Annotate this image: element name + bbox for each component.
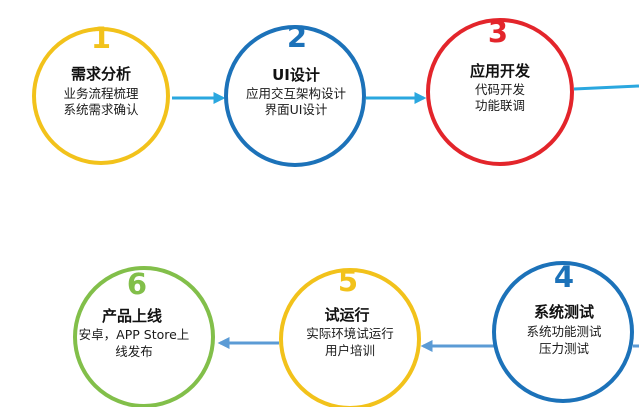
step-number: 3 bbox=[488, 15, 508, 49]
step-title: 系统测试 bbox=[534, 303, 594, 321]
step-description-line: 压力测试 bbox=[539, 341, 590, 356]
step-description-line: 系统需求确认 bbox=[63, 102, 139, 117]
step-description-line: 系统功能测试 bbox=[526, 324, 602, 339]
step-title: 产品上线 bbox=[102, 307, 162, 325]
step-title: UI设计 bbox=[272, 66, 320, 84]
step-node: 6 产品上线 安卓，APP Store上 线发布 bbox=[73, 266, 215, 407]
step-circle bbox=[73, 266, 215, 407]
step-description-line: 代码开发 bbox=[475, 82, 526, 97]
step-circle bbox=[426, 18, 574, 166]
step-number: 1 bbox=[91, 21, 111, 55]
step-description-line: 安卓，APP Store上 bbox=[79, 327, 190, 342]
step-circle bbox=[492, 261, 634, 403]
step-title: 应用开发 bbox=[470, 62, 531, 80]
step-node: 5 试运行 实际环境试运行 用户培训 bbox=[279, 264, 421, 407]
step-description-line: 应用交互架构设计 bbox=[246, 86, 346, 101]
step-node: 1 需求分析 业务流程梳理 系统需求确认 bbox=[32, 21, 170, 165]
step-description-line: 用户培训 bbox=[325, 343, 375, 358]
connectors bbox=[172, 84, 639, 352]
step-number: 2 bbox=[287, 20, 307, 54]
step-title: 需求分析 bbox=[71, 65, 131, 83]
step-description-line: 功能联调 bbox=[475, 98, 525, 113]
arrow-step3-to-offscreen bbox=[573, 84, 639, 91]
step-number: 4 bbox=[554, 260, 574, 294]
step-description-line: 线发布 bbox=[115, 344, 153, 359]
step-description-line: 业务流程梳理 bbox=[63, 86, 139, 101]
step-circle bbox=[279, 268, 421, 407]
step-node: 3 应用开发 代码开发 功能联调 bbox=[426, 15, 574, 166]
step-number: 6 bbox=[127, 267, 147, 301]
step-node: 2 UI设计 应用交互架构设计 界面UI设计 bbox=[224, 20, 366, 167]
step-node: 4 系统测试 系统功能测试 压力测试 bbox=[492, 260, 634, 403]
step-circle bbox=[224, 25, 366, 167]
step-title: 试运行 bbox=[324, 306, 369, 324]
step-description-line: 界面UI设计 bbox=[265, 102, 328, 117]
step-circle bbox=[32, 27, 170, 165]
step-description-line: 实际环境试运行 bbox=[306, 326, 394, 341]
step-number: 5 bbox=[338, 264, 358, 298]
